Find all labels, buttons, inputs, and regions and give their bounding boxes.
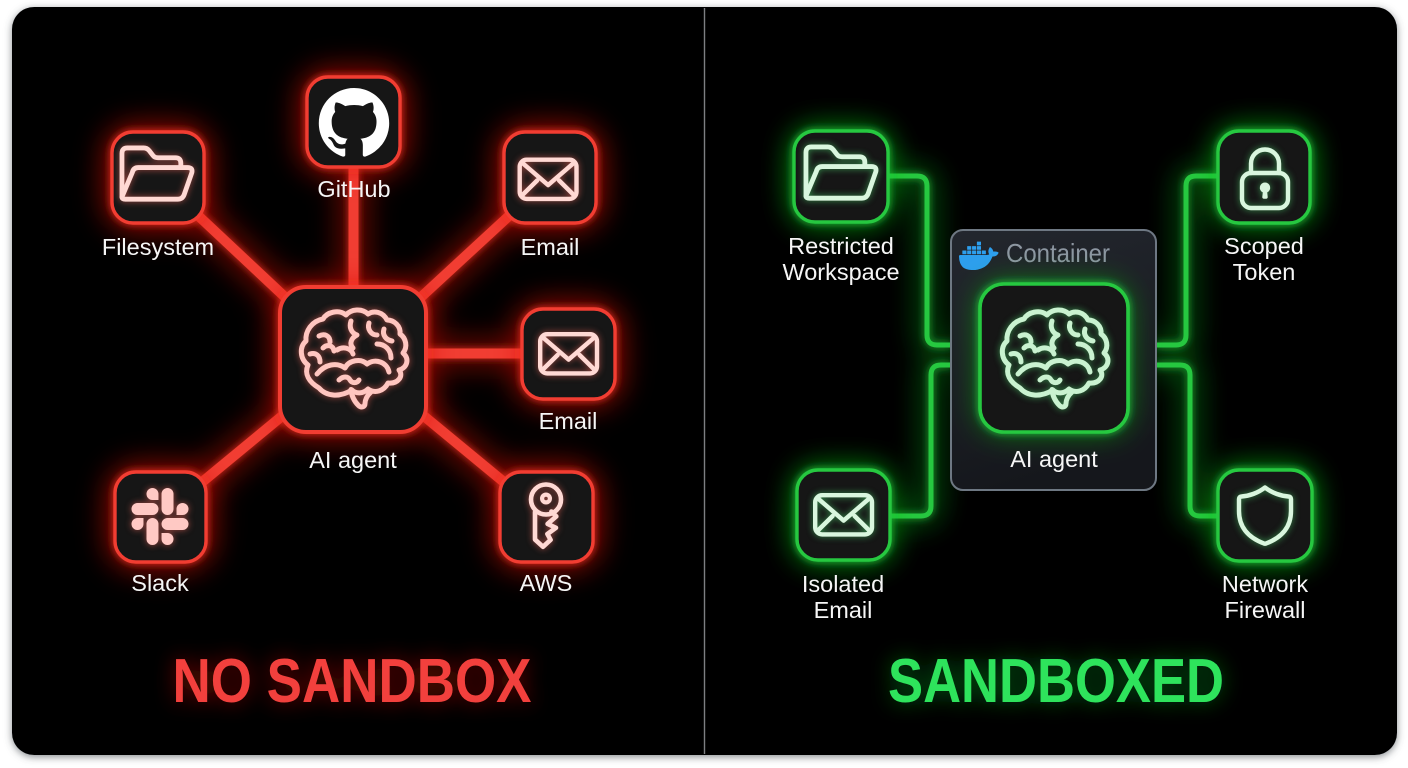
svg-text:GitHub: GitHub — [317, 176, 390, 202]
svg-text:SANDBOXED: SANDBOXED — [888, 647, 1224, 716]
svg-text:Email: Email — [814, 597, 873, 623]
svg-text:Slack: Slack — [131, 570, 189, 596]
svg-text:Firewall: Firewall — [1225, 597, 1306, 623]
svg-text:AWS: AWS — [520, 570, 573, 596]
svg-text:NO SANDBOX: NO SANDBOX — [173, 647, 532, 716]
svg-text:Scoped: Scoped — [1224, 233, 1304, 259]
svg-text:Token: Token — [1233, 259, 1296, 285]
svg-text:AI agent: AI agent — [1010, 446, 1098, 472]
svg-text:Workspace: Workspace — [782, 259, 899, 285]
svg-text:Filesystem: Filesystem — [102, 234, 214, 260]
svg-text:Email: Email — [539, 408, 598, 434]
svg-text:AI agent: AI agent — [309, 447, 397, 473]
svg-text:Email: Email — [521, 234, 580, 260]
svg-text:Container: Container — [1006, 238, 1110, 268]
svg-text:Restricted: Restricted — [788, 233, 894, 259]
svg-text:Isolated: Isolated — [802, 571, 884, 597]
svg-text:Network: Network — [1222, 571, 1308, 597]
